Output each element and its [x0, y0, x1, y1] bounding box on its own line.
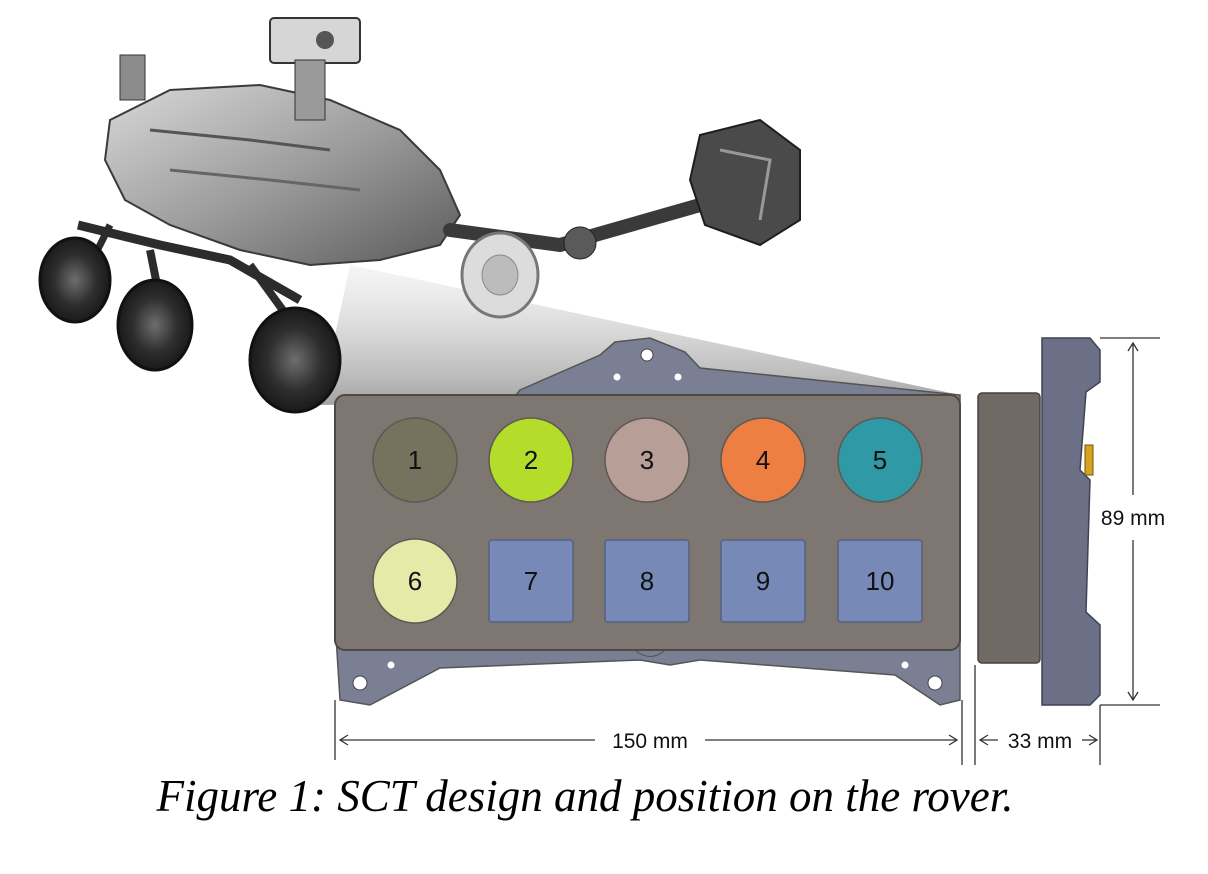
circular-target-4 [720, 417, 806, 503]
rover-wheels [38, 231, 540, 414]
circular-target-2 [488, 417, 574, 503]
square-target-10 [837, 539, 923, 623]
target-number-label: 3 [640, 445, 654, 475]
dimension-lines [334, 337, 1160, 765]
square-target-9 [720, 539, 806, 623]
target-number-label: 7 [524, 566, 538, 596]
target-number-label: 10 [866, 566, 895, 596]
figure-caption: Figure 1: SCT design and position on the… [156, 771, 1014, 821]
square-target-8 [604, 539, 690, 623]
circular-target-5 [837, 417, 923, 503]
side-body [977, 392, 1041, 664]
rover-illustration [38, 17, 960, 414]
circular-target-6 [372, 538, 458, 624]
calibration-target-front: 1 2 3 4 5 6 7 8 9 10 [334, 337, 961, 706]
rover-body [103, 83, 462, 267]
height-dimension-label: 89 mm [1101, 507, 1165, 530]
side-mount [1041, 337, 1101, 706]
target-number-label: 5 [873, 445, 887, 475]
target-number-label: 9 [756, 566, 770, 596]
target-number-label: 6 [408, 566, 422, 596]
square-target-7 [488, 539, 574, 623]
target-number-label: 8 [640, 566, 654, 596]
target-number-label: 4 [756, 445, 770, 475]
circular-target-3 [604, 417, 690, 503]
calibration-target-side [977, 337, 1101, 706]
arm-turret [688, 118, 801, 247]
target-number-label: 2 [524, 445, 538, 475]
width-dimension-label: 150 mm [612, 730, 688, 753]
target-number-label: 1 [408, 445, 422, 475]
depth-dimension-label: 33 mm [1008, 730, 1072, 753]
circular-target-1 [372, 417, 458, 503]
